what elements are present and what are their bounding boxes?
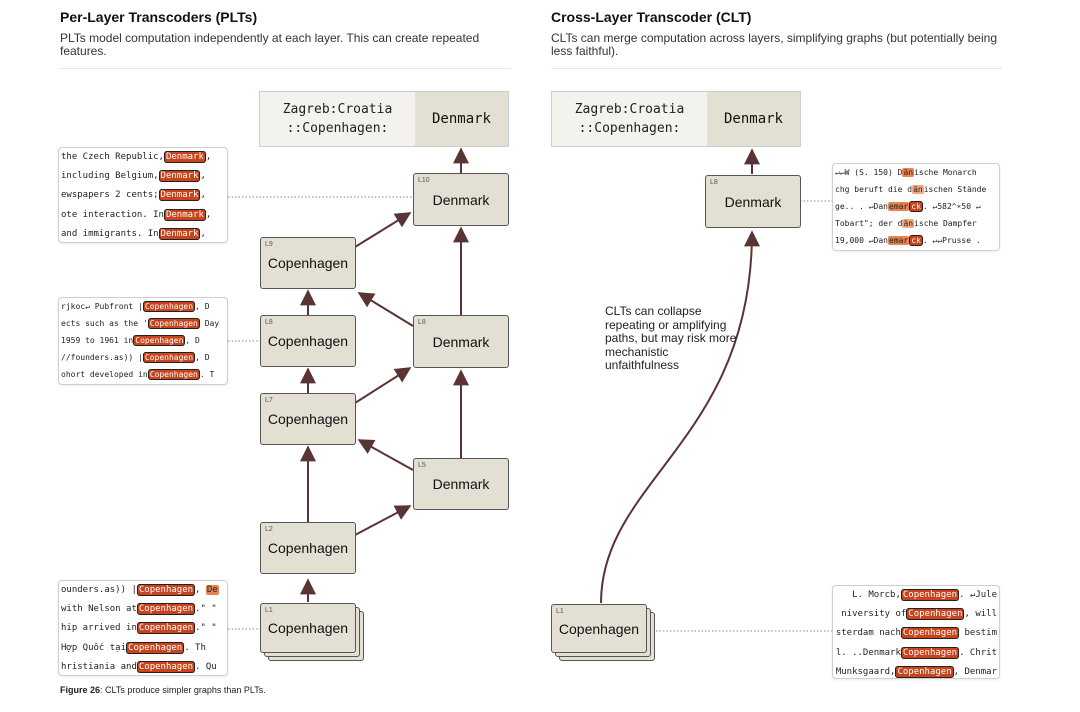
clt-annotation: CLTs can collapse repeating or amplifyin…	[605, 304, 737, 372]
node-label: Copenhagen	[267, 255, 349, 271]
plt-feature-card-copenhagen-mid: rjkoc↵ Pubfront |Copenhagen, D ects such…	[58, 297, 228, 385]
plt-prompt-answer: Denmark	[415, 92, 508, 146]
context-row: rjkoc↵ Pubfront |Copenhagen, D	[61, 301, 210, 312]
layer-label: L5	[418, 462, 426, 469]
node-label: Denmark	[432, 333, 490, 350]
plt-panel-subtitle: PLTs model computation independently at …	[60, 31, 480, 58]
node-label: Copenhagen	[267, 540, 349, 556]
plt-node-copenhagen-l1[interactable]: L1 Copenhagen	[260, 603, 356, 653]
plt-panel-title: Per-Layer Transcoders (PLTs)	[60, 9, 258, 25]
plt-node-copenhagen-l9[interactable]: L9 Copenhagen	[260, 237, 356, 289]
clt-node-denmark-l8[interactable]: L8 Denmark	[705, 175, 801, 228]
context-row: Tobart"; der dänische Dampfer	[835, 219, 977, 228]
edge-den-l5-to-cop-l7	[357, 439, 414, 471]
layer-label: L9	[265, 241, 273, 248]
edge-cop-l9-to-den-l10	[354, 212, 412, 248]
layer-label: L8	[710, 179, 718, 186]
plt-node-copenhagen-l7[interactable]: L7 Copenhagen	[260, 393, 356, 445]
context-row: L. Morcb,Copenhagen. ↵Jule	[852, 589, 997, 601]
clt-node-copenhagen-l1[interactable]: L1 Copenhagen	[551, 604, 647, 653]
plt-node-denmark-l5[interactable]: L5 Denmark	[413, 458, 509, 510]
prompt-line-1: Zagreb:Croatia	[574, 102, 685, 117]
node-label: Copenhagen	[267, 620, 349, 636]
clt-panel-title: Cross-Layer Transcoder (CLT)	[551, 9, 752, 25]
caption-text: : CLTs produce simpler graphs than PLTs.	[100, 685, 266, 695]
context-row: chg beruft die dänischen Stände	[835, 185, 987, 194]
clt-panel-subtitle: CLTs can merge computation across layers…	[551, 31, 997, 58]
clt-feature-card-denmark: ↵↵W (S. 150) Dänische Monarch chg beruft…	[832, 163, 1000, 251]
context-row: the Czech Republic,Denmark,	[61, 151, 212, 163]
node-label: Denmark	[432, 476, 490, 492]
clt-prompt-box: Zagreb:Croatia::Copenhagen: Denmark	[551, 91, 801, 147]
layer-label: L7	[265, 397, 273, 404]
edge-cop-l7-to-den-l8	[354, 367, 412, 404]
node-label: Copenhagen	[267, 333, 349, 349]
context-row: Munksgaard,Copenhagen, Denmar	[835, 665, 997, 678]
context-row: ounders.as)) |Copenhagen, De	[61, 584, 219, 596]
prompt-line-1: Zagreb:Croatia	[282, 102, 393, 117]
plt-prompt-context: Zagreb:Croatia::Copenhagen:	[260, 92, 415, 146]
edge-clt-cop-l1-to-den-l8	[600, 230, 760, 604]
plt-node-denmark-l8[interactable]: L8 Denmark	[413, 315, 509, 368]
layer-label: L1	[265, 607, 273, 614]
plt-node-copenhagen-l2[interactable]: L2 Copenhagen	[260, 522, 356, 574]
node-label: Denmark	[432, 191, 490, 208]
clt-prompt-context: Zagreb:Croatia::Copenhagen:	[552, 92, 707, 146]
clt-divider	[551, 68, 1002, 69]
plt-prompt-box: Zagreb:Croatia::Copenhagen: Denmark	[259, 91, 509, 147]
node-label: Denmark	[724, 193, 782, 210]
prompt-line-2: ::Copenhagen:	[578, 121, 681, 136]
layer-label: L1	[556, 608, 564, 615]
edge-cop-l2-to-den-l5	[354, 505, 412, 536]
layer-label: L8	[418, 319, 426, 326]
node-label: Copenhagen	[267, 411, 349, 427]
plt-feature-card-copenhagen-low: ounders.as)) |Copenhagen, De with Nelson…	[58, 580, 228, 676]
layer-label: L2	[265, 526, 273, 533]
context-row: including Belgium,Denmark,	[61, 170, 206, 183]
edge-den-l8-to-cop-l9	[357, 292, 414, 327]
context-row: ewspapers 2 cents;Denmark,	[61, 189, 206, 202]
context-row: ↵↵W (S. 150) Dänische Monarch	[835, 168, 977, 177]
plt-node-copenhagen-l8[interactable]: L8 Copenhagen	[260, 315, 356, 367]
context-row: ects such as the 'Copenhagen Day	[61, 318, 220, 329]
caption-label: Figure 26	[60, 685, 101, 695]
plt-feature-card-denmark: the Czech Republic,Denmark, including Be…	[58, 147, 228, 243]
layer-label: L8	[265, 319, 273, 326]
figure-caption: Figure 26: CLTs produce simpler graphs t…	[60, 685, 266, 695]
prompt-line-2: ::Copenhagen:	[286, 121, 389, 136]
layer-label: L10	[418, 177, 430, 184]
context-row: //founders.as)) |Copenhagen, D	[61, 352, 210, 363]
clt-prompt-answer: Denmark	[707, 92, 800, 146]
plt-node-denmark-l10[interactable]: L10 Denmark	[413, 173, 509, 226]
node-label: Copenhagen	[558, 620, 640, 637]
plt-divider	[60, 68, 511, 69]
